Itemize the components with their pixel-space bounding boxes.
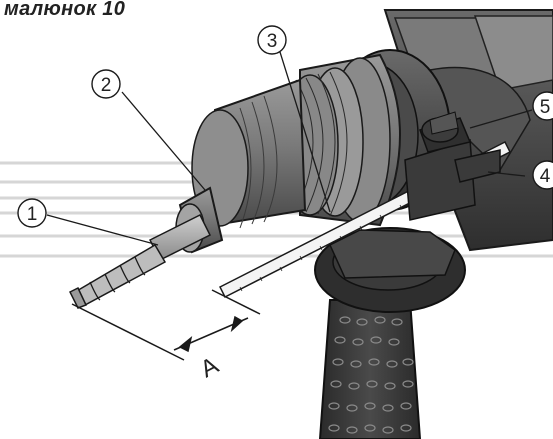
dimension-label: A — [196, 352, 223, 383]
callout-2-number: 2 — [101, 75, 112, 96]
callout-2: 2 — [91, 69, 121, 99]
depth-stop-clamp — [404, 111, 501, 221]
auxiliary-handle-collar — [314, 227, 466, 313]
callout-5-number: 5 — [540, 97, 551, 118]
callout-3-number: 3 — [267, 31, 278, 52]
drill-bit — [68, 213, 212, 309]
callout-leaders — [46, 51, 533, 246]
machine-housing — [383, 9, 553, 252]
figure-caption: малюнок 10 — [4, 0, 126, 20]
dimension-a — [71, 289, 261, 361]
callout-4-number: 4 — [540, 166, 551, 187]
callout-5: 5 — [532, 91, 553, 121]
callout-4: 4 — [532, 160, 553, 190]
callout-1-number: 1 — [27, 204, 38, 225]
callout-3: 3 — [257, 25, 287, 55]
callout-1: 1 — [17, 198, 47, 228]
handle — [318, 299, 422, 439]
